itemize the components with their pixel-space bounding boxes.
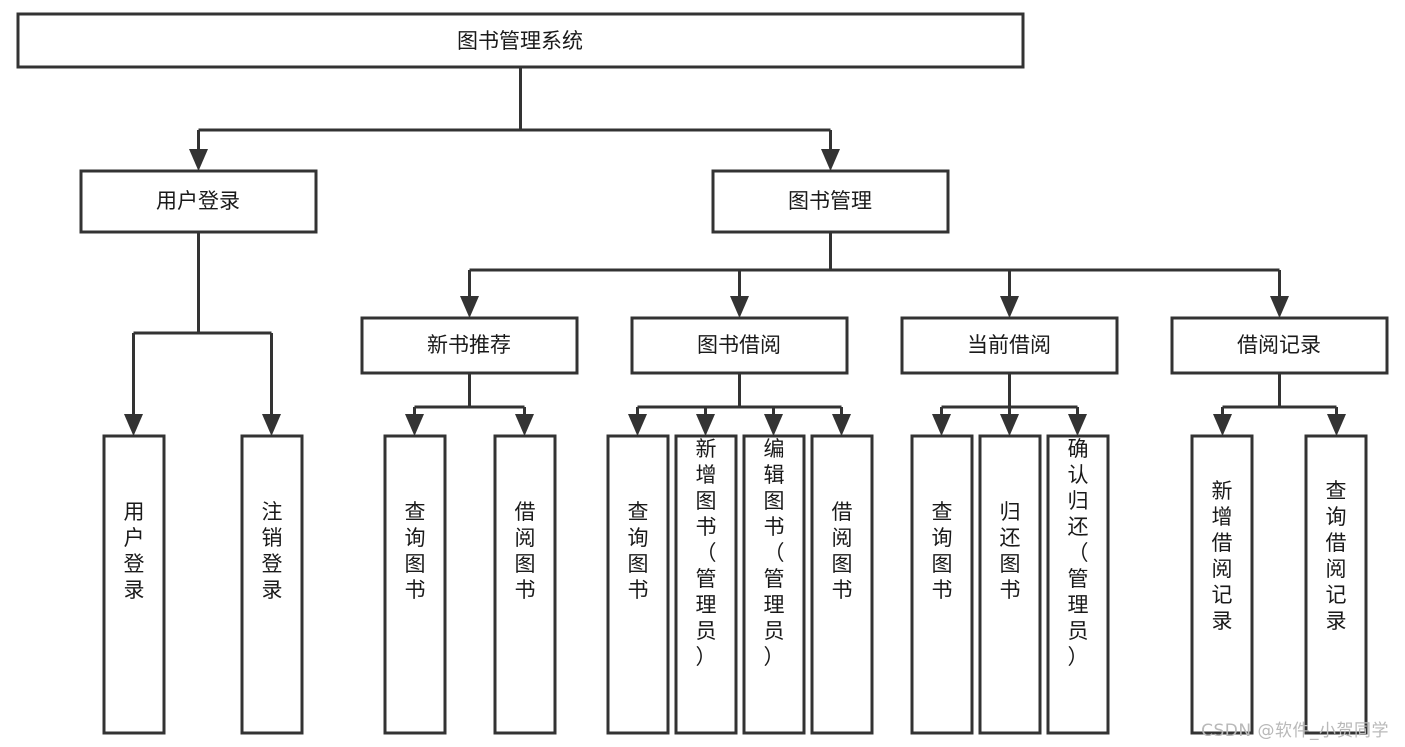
leaf-logout[interactable]: 注销登录: [240, 434, 304, 735]
leaf-nb-query-book-box[interactable]: [383, 434, 447, 735]
node-root[interactable]: 图书管理系统: [16, 12, 1025, 69]
leaf-nb-borrow-book[interactable]: 借阅图书: [493, 434, 557, 735]
node-new-book-recommend-label: 新书推荐: [427, 333, 511, 357]
node-root-box[interactable]: [16, 12, 1025, 69]
leaf-bw-add-book-admin-label: 新增图书（管理员）: [696, 437, 717, 669]
arrow-head-bookmgmt: [821, 149, 840, 171]
leaf-nb-borrow-book-label: 借阅图书: [515, 500, 536, 602]
leaf-cb-confirm-return-admin-box[interactable]: [1046, 434, 1110, 735]
leaf-br-query-record[interactable]: 查询借阅记录: [1304, 434, 1368, 735]
leaf-br-query-record-label: 查询借阅记录: [1326, 479, 1347, 633]
leaf-user-login-label: 用户登录: [124, 500, 145, 602]
node-book-borrow-box[interactable]: [630, 316, 849, 375]
node-new-book-recommend[interactable]: 新书推荐: [360, 316, 579, 375]
node-book-borrow[interactable]: 图书借阅: [630, 316, 849, 375]
arrow-head-br-leaf2: [1327, 414, 1346, 436]
arrow-head-leaf-logout: [262, 414, 281, 436]
leaf-br-query-record-box[interactable]: [1304, 434, 1368, 735]
leaf-user-login-box[interactable]: [102, 434, 166, 735]
leaf-cb-confirm-return-admin[interactable]: 确认归还（管理员）: [1046, 434, 1110, 735]
arrow-head-bw-leaf4: [832, 414, 851, 436]
leaf-bw-query-book[interactable]: 查询图书: [606, 434, 670, 735]
arrow-head-nb-leaf2: [515, 414, 534, 436]
node-book-management-label: 图书管理: [788, 189, 872, 213]
leaf-bw-borrow-book-box[interactable]: [810, 434, 874, 735]
arrow-head-br-leaf1: [1213, 414, 1232, 436]
leaf-logout-label: 注销登录: [262, 500, 283, 602]
arrow-head-newbook: [460, 296, 479, 318]
arrow-head-borrow: [730, 296, 749, 318]
leaf-cb-query-book-label: 查询图书: [932, 500, 953, 602]
node-current-borrow[interactable]: 当前借阅: [900, 316, 1119, 375]
node-new-book-recommend-box[interactable]: [360, 316, 579, 375]
node-borrow-records-box[interactable]: [1170, 316, 1389, 375]
leaf-cb-query-book-box[interactable]: [910, 434, 974, 735]
leaf-cb-confirm-return-admin-label: 确认归还（管理员）: [1068, 437, 1089, 669]
arrow-head-bw-leaf2: [696, 414, 715, 436]
node-root-label: 图书管理系统: [457, 29, 583, 53]
node-current-borrow-box[interactable]: [900, 316, 1119, 375]
arrow-head-nb-leaf1: [405, 414, 424, 436]
leaf-br-add-record[interactable]: 新增借阅记录: [1190, 434, 1254, 735]
leaf-nb-borrow-book-box[interactable]: [493, 434, 557, 735]
arrow-head-current: [1000, 296, 1019, 318]
leaf-nb-query-book[interactable]: 查询图书: [383, 434, 447, 735]
leaf-bw-query-book-label: 查询图书: [628, 500, 649, 602]
node-user-login-label: 用户登录: [156, 189, 240, 213]
leaf-cb-return-book[interactable]: 归还图书: [978, 434, 1042, 735]
arrow-head-leaf-user-login: [124, 414, 143, 436]
node-current-borrow-label: 当前借阅: [967, 333, 1051, 357]
node-borrow-records[interactable]: 借阅记录: [1170, 316, 1389, 375]
leaf-logout-box[interactable]: [240, 434, 304, 735]
node-user-login[interactable]: 用户登录: [79, 169, 318, 234]
leaf-bw-add-book-admin-box[interactable]: [674, 434, 738, 735]
leaf-nb-query-book-label: 查询图书: [405, 500, 426, 602]
leaf-br-add-record-box[interactable]: [1190, 434, 1254, 735]
leaf-cb-return-book-box[interactable]: [978, 434, 1042, 735]
leaf-bw-borrow-book[interactable]: 借阅图书: [810, 434, 874, 735]
leaf-user-login[interactable]: 用户登录: [102, 434, 166, 735]
leaf-bw-add-book-admin[interactable]: 新增图书（管理员）: [674, 434, 738, 735]
arrow-head-records: [1270, 296, 1289, 318]
arrow-head-cb-leaf1: [932, 414, 951, 436]
node-user-login-box[interactable]: [79, 169, 318, 234]
arrow-head-cb-leaf2: [1000, 414, 1019, 436]
leaf-bw-edit-book-admin[interactable]: 编辑图书（管理员）: [742, 434, 806, 735]
leaf-bw-borrow-book-label: 借阅图书: [832, 500, 853, 602]
leaf-cb-query-book[interactable]: 查询图书: [910, 434, 974, 735]
arrow-head-userlogin: [189, 149, 208, 171]
node-borrow-records-label: 借阅记录: [1237, 333, 1321, 357]
node-book-management-box[interactable]: [711, 169, 950, 234]
leaf-cb-return-book-label: 归还图书: [1000, 500, 1021, 602]
arrow-head-bw-leaf3: [764, 414, 783, 436]
node-book-borrow-label: 图书借阅: [697, 333, 781, 357]
arrow-head-bw-leaf1: [628, 414, 647, 436]
node-book-management[interactable]: 图书管理: [711, 169, 950, 234]
leaf-br-add-record-label: 新增借阅记录: [1212, 479, 1233, 633]
leaf-bw-edit-book-admin-label: 编辑图书（管理员）: [764, 437, 785, 669]
arrow-head-cb-leaf3: [1068, 414, 1087, 436]
leaf-bw-query-book-box[interactable]: [606, 434, 670, 735]
leaf-bw-edit-book-admin-box[interactable]: [742, 434, 806, 735]
connector-layer: [124, 67, 1346, 436]
